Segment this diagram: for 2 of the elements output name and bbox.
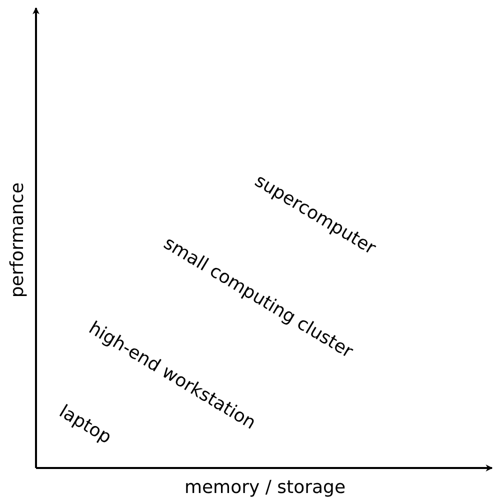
- axis-title: memory / storage: [184, 478, 346, 498]
- axis-title: performance: [8, 182, 28, 298]
